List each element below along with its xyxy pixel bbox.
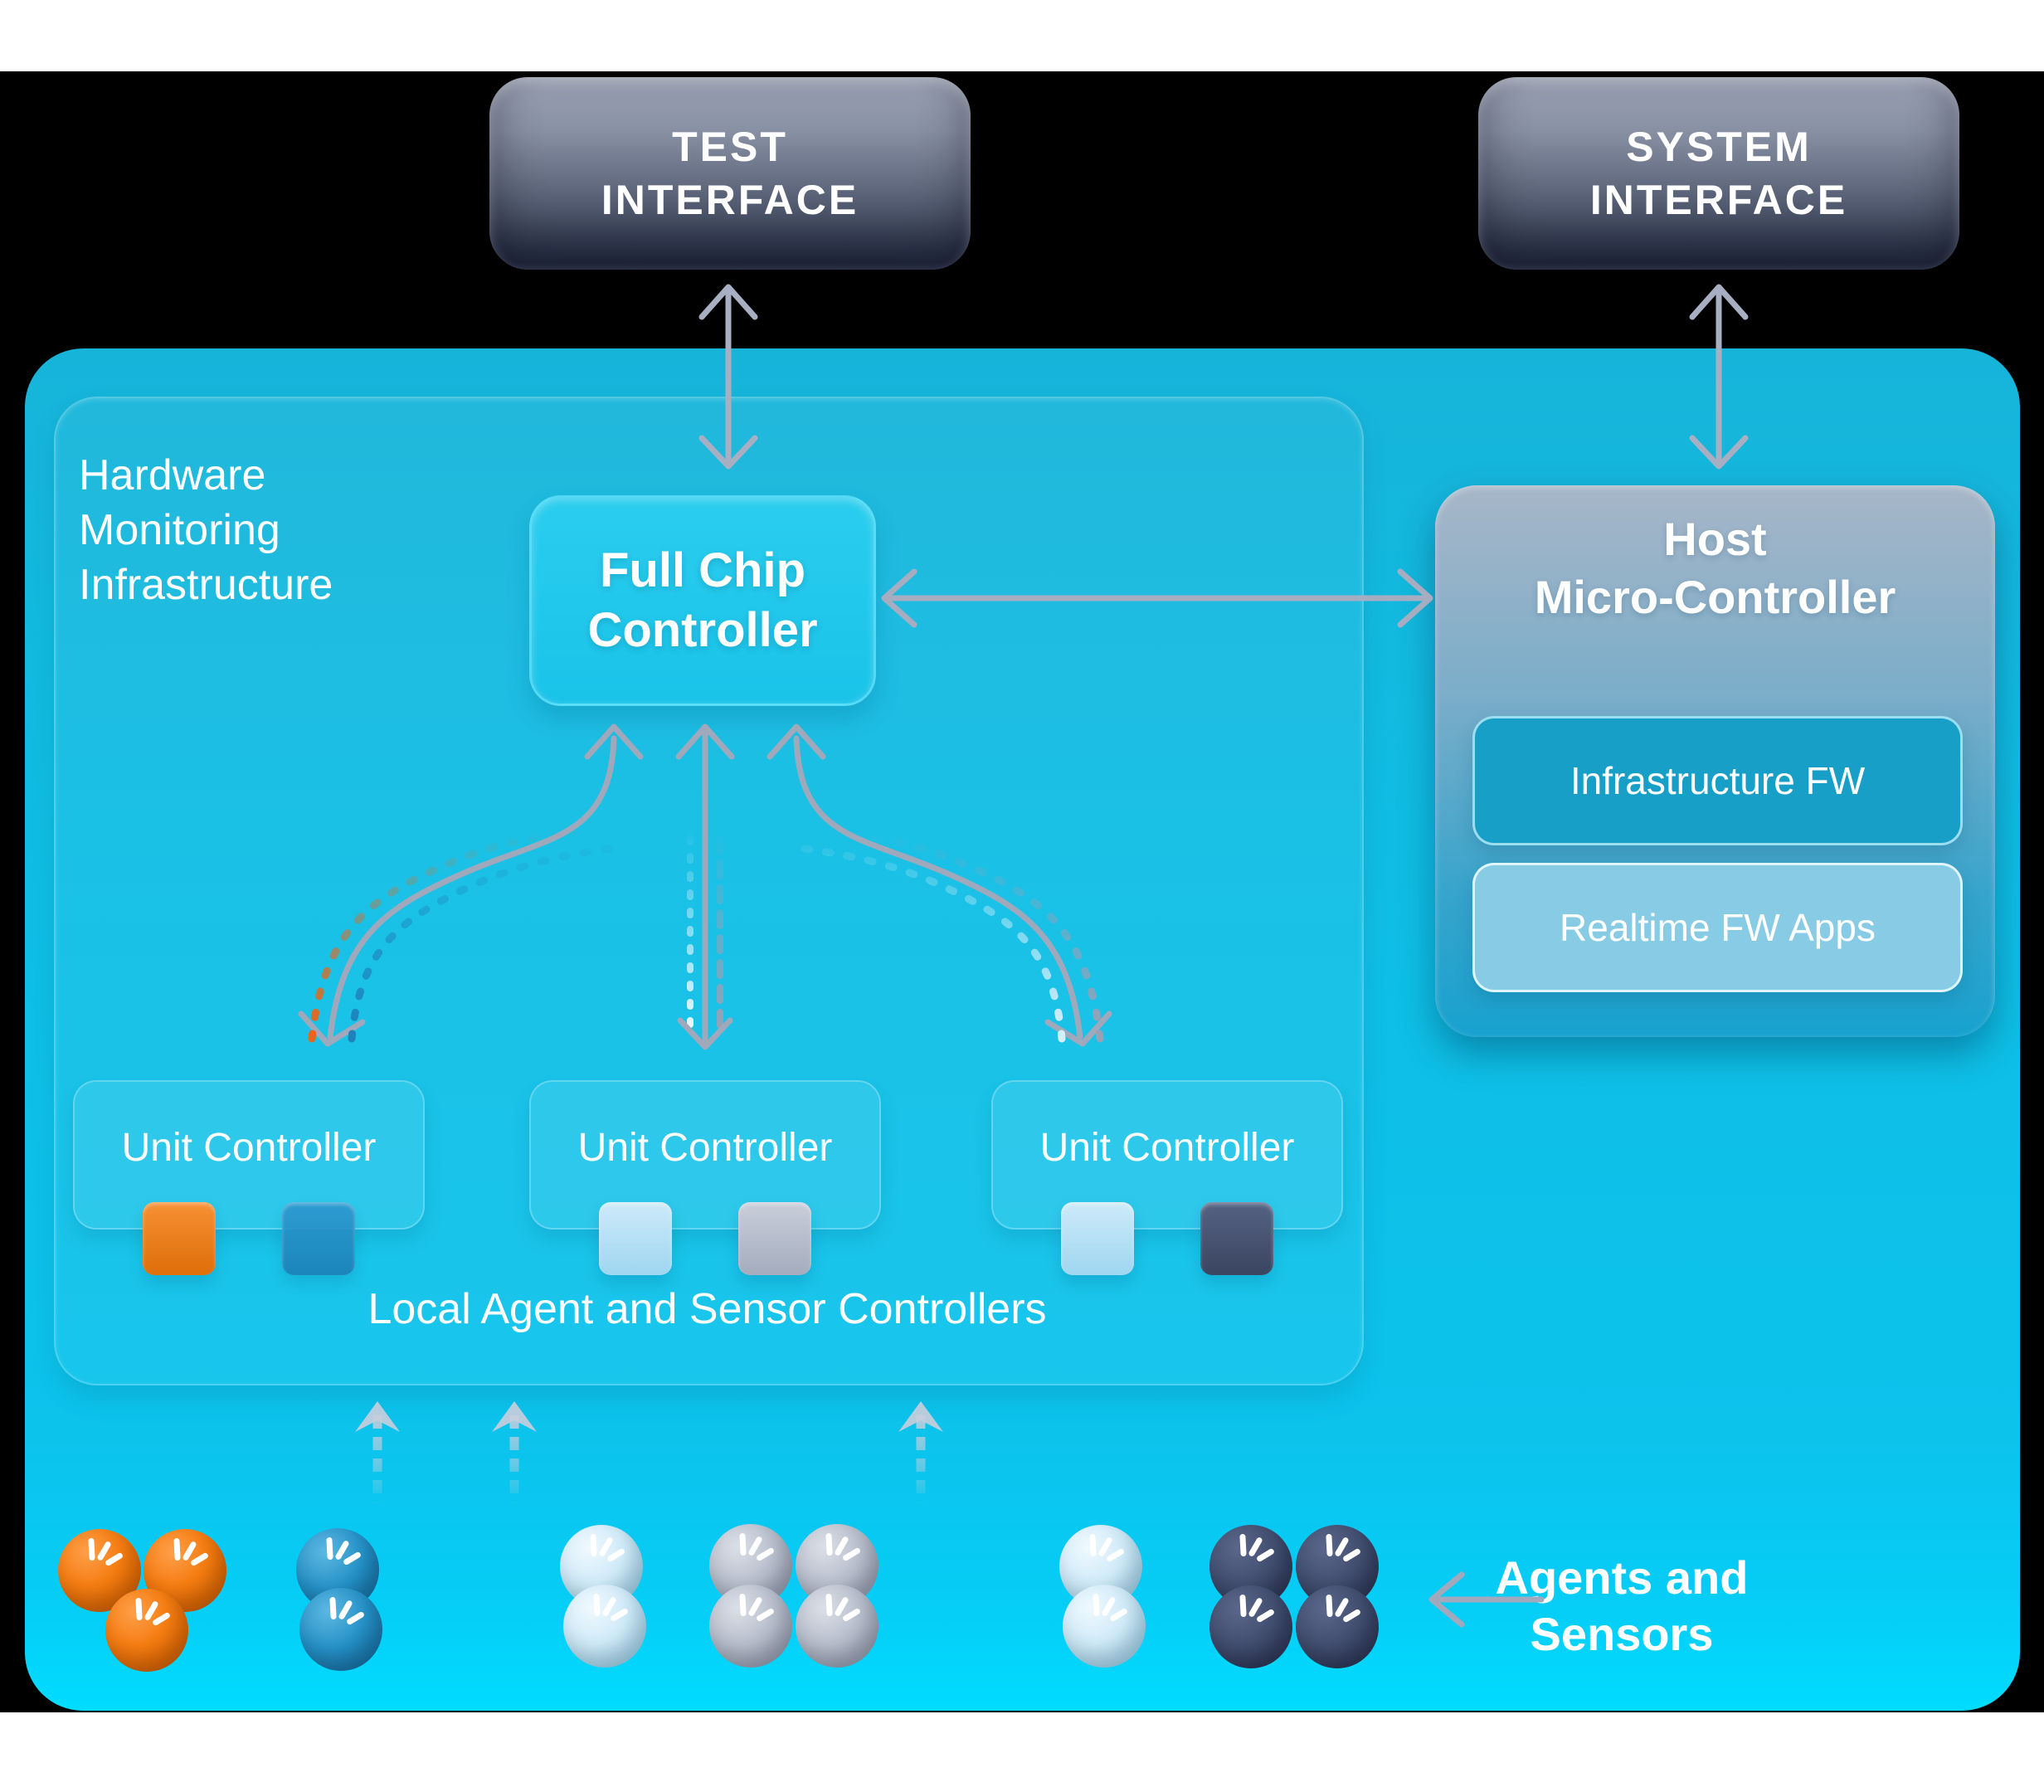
- test-interface-label-line2: INTERFACE: [601, 177, 859, 223]
- light-blue-agent-ball: [1063, 1585, 1146, 1668]
- gauge-tick-icon: [755, 1546, 776, 1562]
- gauge-tick-icon: [825, 1593, 833, 1617]
- gauge-tick-icon: [1239, 1533, 1247, 1557]
- navy-agent-ball: [1296, 1585, 1379, 1668]
- gauge-tick-icon: [1093, 1593, 1100, 1617]
- unit-controller-box-1: Unit Controller: [73, 1080, 425, 1275]
- agents-sensors-label: Agents and Sensors: [1443, 1550, 1800, 1663]
- gauge-tick-icon: [342, 1551, 363, 1566]
- gauge-tick-icon: [104, 1551, 124, 1567]
- orange-agent-ball: [105, 1589, 188, 1672]
- gauge-tick-icon: [1326, 1594, 1333, 1618]
- full-chip-controller-line2: Controller: [587, 603, 818, 657]
- gauge-tick-icon: [1326, 1533, 1333, 1557]
- unit-controller-label: Unit Controller: [577, 1126, 833, 1170]
- agent-cluster-blue: [296, 1528, 383, 1671]
- gauge-tick-icon: [739, 1532, 747, 1556]
- navy-agent-ball: [1209, 1585, 1292, 1668]
- system-interface-label: SYSTEM INTERFACE: [1590, 120, 1847, 226]
- system-interface-label-line1: SYSTEM: [1626, 124, 1812, 170]
- gauge-tick-icon: [606, 1547, 626, 1563]
- agent-square-orange: [143, 1202, 216, 1275]
- agent-cluster-orange: [58, 1529, 228, 1672]
- infrastructure-fw-label: Infrastructure FW: [1570, 759, 1866, 802]
- host-micro-controller-line2: Micro-Controller: [1534, 571, 1896, 623]
- infrastructure-title-line2: Monitoring: [79, 506, 280, 554]
- gauge-tick-icon: [609, 1607, 630, 1623]
- unit-controller-label: Unit Controller: [121, 1126, 377, 1170]
- agent-cluster-silver: [709, 1524, 879, 1670]
- gauge-tick-icon: [825, 1532, 833, 1556]
- gauge-tick-icon: [841, 1546, 862, 1562]
- agents-sensors-line1: Agents and: [1495, 1551, 1749, 1604]
- infrastructure-title: Hardware Monitoring Infrastructure: [79, 448, 460, 612]
- gauge-tick-icon: [329, 1596, 337, 1620]
- unit-controller-label: Unit Controller: [1039, 1126, 1295, 1170]
- system-interface-label-line2: INTERFACE: [1589, 177, 1848, 223]
- realtime-fw-apps-label: Realtime FW Apps: [1560, 906, 1876, 949]
- agent-square-light-blue: [599, 1202, 672, 1275]
- test-interface-label: TEST INTERFACE: [601, 120, 859, 226]
- infrastructure-title-line1: Hardware: [79, 451, 266, 499]
- gauge-tick-icon: [590, 1533, 597, 1557]
- system-interface-box: SYSTEM INTERFACE: [1478, 77, 1959, 270]
- full-chip-controller-box: Full Chip Controller: [529, 495, 876, 706]
- gauge-tick-icon: [189, 1551, 210, 1567]
- gauge-tick-icon: [755, 1607, 776, 1623]
- gauge-tick-icon: [135, 1597, 143, 1621]
- gauge-tick-icon: [1089, 1533, 1097, 1557]
- gauge-tick-icon: [1341, 1547, 1362, 1563]
- light-blue-agent-ball: [563, 1585, 646, 1668]
- host-micro-controller-box: Host Micro-Controller Infrastructure FW …: [1435, 485, 1995, 1037]
- silver-agent-ball: [709, 1585, 792, 1668]
- gauge-tick-icon: [593, 1593, 601, 1617]
- gauge-tick-icon: [739, 1593, 747, 1617]
- agents-sensors-line2: Sensors: [1530, 1608, 1714, 1660]
- full-chip-controller-label: Full Chip Controller: [587, 541, 817, 660]
- unit-controller-box-3: Unit Controller: [991, 1080, 1343, 1275]
- unit-controller-box-2: Unit Controller: [529, 1080, 881, 1275]
- gauge-tick-icon: [1341, 1608, 1362, 1624]
- gauge-tick-icon: [1108, 1607, 1129, 1623]
- host-micro-controller-line1: Host: [1663, 513, 1767, 565]
- gauge-tick-icon: [1239, 1594, 1247, 1618]
- agent-square-light-blue: [1061, 1202, 1134, 1275]
- gauge-tick-icon: [88, 1537, 95, 1561]
- infrastructure-title-line3: Infrastructure: [79, 561, 333, 609]
- gauge-tick-icon: [1255, 1608, 1276, 1624]
- test-interface-box: TEST INTERFACE: [489, 77, 971, 270]
- gauge-tick-icon: [841, 1607, 862, 1623]
- infrastructure-fw-box: Infrastructure FW: [1472, 716, 1963, 845]
- silver-agent-ball: [796, 1585, 878, 1668]
- host-micro-controller-label: Host Micro-Controller: [1435, 510, 1995, 626]
- local-controllers-label: Local Agent and Sensor Controllers: [367, 1285, 1047, 1333]
- gauge-tick-icon: [1105, 1547, 1126, 1563]
- agent-cluster-light-blue: [1059, 1525, 1146, 1670]
- gauge-tick-icon: [173, 1537, 181, 1561]
- gauge-tick-icon: [1255, 1547, 1276, 1563]
- gauge-tick-icon: [326, 1536, 333, 1561]
- agent-cluster-light-blue: [560, 1525, 647, 1670]
- gauge-tick-icon: [151, 1611, 172, 1627]
- gauge-tick-icon: [345, 1610, 366, 1626]
- full-chip-controller-line1: Full Chip: [599, 543, 806, 597]
- test-interface-label-line1: TEST: [672, 124, 788, 170]
- agent-square-blue: [282, 1202, 355, 1275]
- agent-square-silver: [738, 1202, 811, 1275]
- realtime-fw-apps-box: Realtime FW Apps: [1472, 863, 1963, 992]
- agent-cluster-navy: [1209, 1525, 1380, 1671]
- agent-square-navy: [1200, 1202, 1273, 1275]
- blue-agent-ball: [299, 1588, 382, 1671]
